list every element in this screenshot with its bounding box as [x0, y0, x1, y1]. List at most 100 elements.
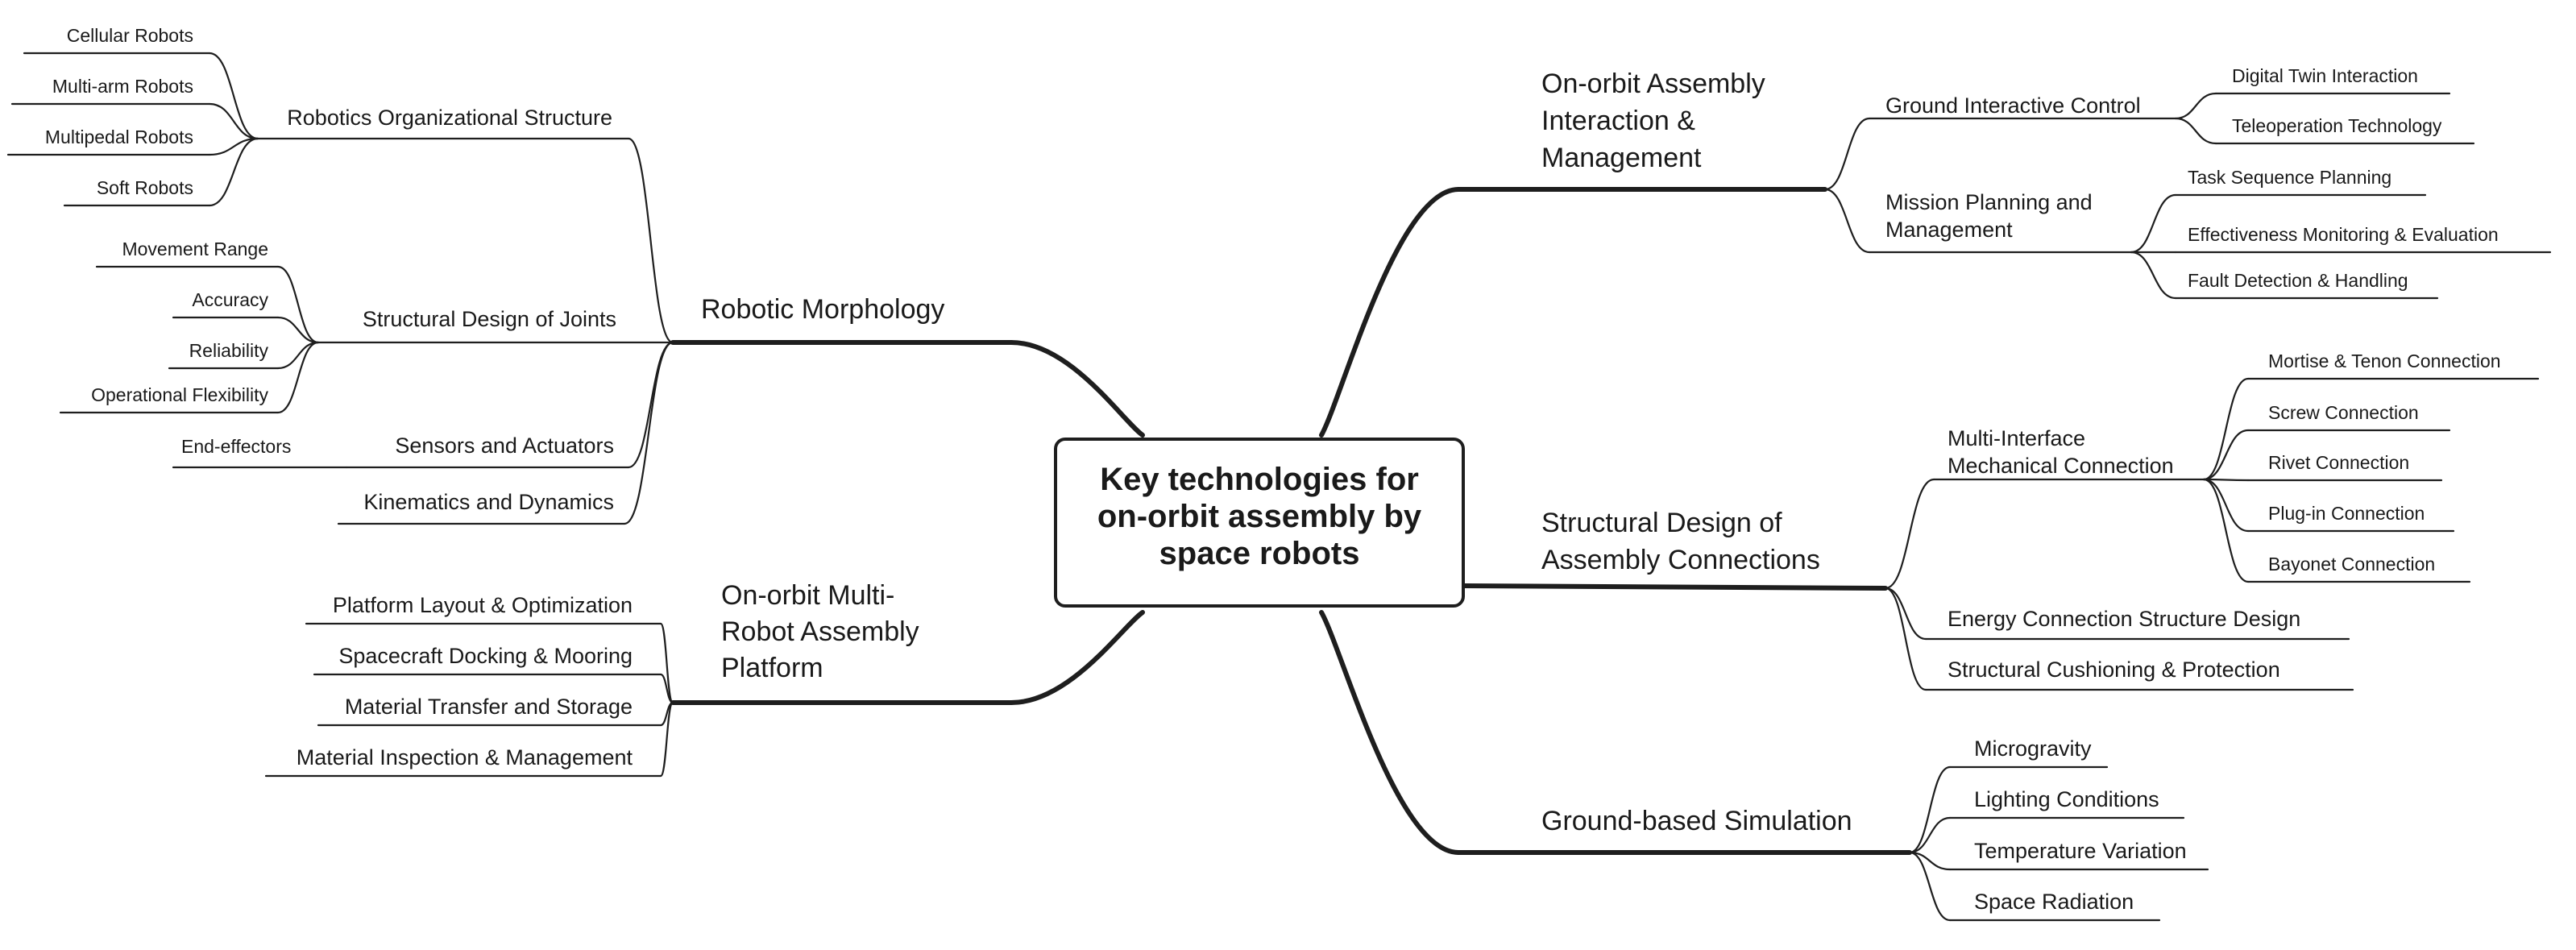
robotic-morphology-label-line: Robotic Morphology [701, 294, 944, 325]
leaf-connector [276, 265, 320, 344]
simulation-item-label: Space Radiation [1974, 890, 2134, 914]
leaf-label: Plug-in Connection [2268, 503, 2425, 524]
platform-connector [1009, 610, 1145, 705]
interaction-label-line: Management [1541, 143, 1702, 173]
leaf-label: Cellular Robots [67, 25, 193, 46]
leaf-label: Multi-arm Robots [52, 76, 193, 97]
connections-label-line: Structural Design of [1541, 508, 1782, 538]
platform-item-label: Platform Layout & Optimization [333, 593, 633, 617]
org-structure-label-line: Robotics Organizational Structure [287, 106, 612, 130]
kinematics-label-line: Kinematics and Dynamics [363, 490, 614, 514]
cushioning-label-line: Structural Cushioning & Protection [1948, 658, 2280, 682]
leaf-connector [208, 102, 259, 140]
connections-underline [1461, 583, 1888, 591]
simulation-label: Ground-based Simulation [1541, 806, 1852, 836]
leaf-label: Multipedal Robots [45, 127, 193, 147]
leaf-label: Operational Flexibility [91, 384, 268, 405]
leaf-label: Fault Detection & Handling [2188, 270, 2408, 291]
leaf-connector [1908, 765, 1952, 854]
leaf-label: Movement Range [122, 239, 268, 259]
simulation-connector [1319, 610, 1461, 855]
sensors-label-line: Sensors and Actuators [395, 434, 614, 458]
simulation-label-line: Ground-based Simulation [1541, 806, 1852, 836]
joints-label-line: Structural Design of Joints [363, 307, 616, 331]
platform-item-label: Material Transfer and Storage [345, 695, 633, 719]
leaf-label: End-effectors [181, 436, 291, 457]
leaf-connector [208, 137, 259, 207]
cushioning-label: Structural Cushioning & Protection [1948, 658, 2280, 682]
leaf-connector [2174, 117, 2217, 145]
central-node [1054, 438, 1465, 608]
leaf-connector [2202, 377, 2250, 481]
kinematics-connector [623, 341, 674, 525]
leaf-connector [2202, 478, 2250, 583]
leaf-label: Digital Twin Interaction [2232, 65, 2418, 86]
org-structure-label: Robotics Organizational Structure [287, 106, 612, 130]
org-structure-connector [627, 137, 674, 344]
ground-control-label: Ground Interactive Control [1885, 93, 2141, 118]
leaf-label: Bayonet Connection [2268, 554, 2435, 575]
leaf-connector [2202, 478, 2250, 533]
leaf-label: Mortise & Tenon Connection [2268, 351, 2501, 371]
simulation-item-label: Microgravity [1974, 736, 2092, 761]
energy-label: Energy Connection Structure Design [1948, 607, 2300, 631]
energy-label-line: Energy Connection Structure Design [1948, 607, 2300, 631]
connections-label: Structural Design of Assembly Connections [1541, 508, 1820, 575]
sensors-connector [627, 341, 674, 469]
leaf-label: Teleoperation Technology [2232, 115, 2442, 136]
multi-interface-connector [1884, 478, 1935, 590]
leaf-label: Rivet Connection [2268, 452, 2409, 473]
central-node-box [1054, 438, 1465, 608]
robotic-morphology-connector [1009, 340, 1145, 438]
interaction-connector [1319, 187, 1461, 438]
leaf-connector [659, 622, 674, 704]
platform-item-label: Spacecraft Docking & Mooring [338, 644, 633, 668]
leaf-connector [2130, 251, 2177, 300]
central-title-line: on-orbit assembly by [1097, 499, 1422, 534]
energy-connector [1884, 587, 1927, 641]
leaf-connector [276, 341, 320, 414]
central-title-line: space robots [1159, 536, 1360, 571]
ground-control-label-line: Ground Interactive Control [1885, 93, 2141, 118]
ground-control-connector [1823, 117, 1871, 191]
leaf-connector [659, 701, 674, 778]
leaf-connector [1908, 851, 1952, 871]
multi-interface-label-line: Mechanical Connection [1948, 454, 2174, 478]
joints-label: Structural Design of Joints [363, 307, 616, 331]
leaf-connector [208, 137, 259, 156]
leaf-connector [276, 316, 320, 344]
leaf-label: Accuracy [192, 289, 268, 310]
platform-label-line: Platform [721, 653, 823, 683]
robotic-morphology-label: Robotic Morphology [701, 294, 944, 325]
leaf-connector [276, 341, 320, 370]
central-title-line: Key technologies for [1100, 462, 1419, 497]
leaf-connector [659, 673, 674, 704]
mission-connector [1823, 188, 1871, 254]
platform-label-line: On-orbit Multi- [721, 580, 894, 611]
connections-label-line: Assembly Connections [1541, 545, 1820, 575]
connector-lines [6, 52, 2552, 922]
leaf-connector [208, 52, 259, 140]
leaf-connector [2202, 429, 2250, 481]
leaf-connector [2130, 193, 2177, 254]
leaf-connector [1908, 851, 1952, 922]
leaf-label: Screw Connection [2268, 402, 2419, 423]
cushioning-connector [1884, 587, 1927, 691]
leaf-label: Effectiveness Monitoring & Evaluation [2188, 224, 2499, 245]
multi-interface-label-line: Multi-Interface [1948, 426, 2085, 450]
leaf-label: Reliability [189, 340, 269, 361]
mission-label-line: Management [1885, 218, 2013, 242]
kinematics-label: Kinematics and Dynamics [363, 490, 614, 514]
leaf-connector [2174, 92, 2217, 120]
leaf-label: Soft Robots [97, 177, 193, 198]
leaf-connector [2202, 478, 2250, 482]
platform-item-label: Material Inspection & Management [297, 745, 633, 770]
interaction-label-line: On-orbit Assembly [1541, 68, 1765, 99]
interaction-label-line: Interaction & [1541, 106, 1695, 136]
leaf-label: Task Sequence Planning [2188, 167, 2391, 188]
